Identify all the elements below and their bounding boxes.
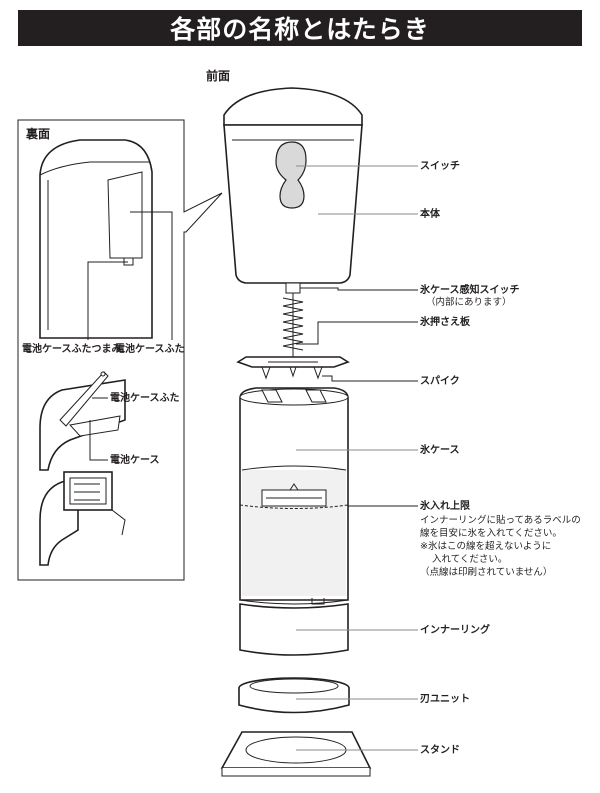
label-battery-cover: 電池ケースふた bbox=[115, 342, 185, 355]
note-ice-limit-4: 入れてください。 bbox=[432, 554, 507, 565]
note-ice-case-switch: （内部にあります） bbox=[426, 296, 512, 308]
label-ice-case: 氷ケース bbox=[419, 443, 460, 456]
blade-unit bbox=[238, 677, 350, 714]
note-ice-limit-3: ※氷はこの線を超えないように bbox=[420, 540, 551, 552]
ice-limit-line bbox=[239, 504, 349, 509]
label-spike: スパイク bbox=[420, 375, 460, 387]
label-ice-press-plate: 氷押さえ板 bbox=[419, 315, 471, 328]
label-ice-case-switch: 氷ケース感知スイッチ bbox=[419, 283, 520, 296]
back-view-inset: 裏面 電池ケースふたつまみ 電池ケースふた 電池ケースふた bbox=[17, 119, 223, 581]
section-title: 各部の名称とはたらき bbox=[18, 10, 582, 46]
back-unit bbox=[39, 139, 153, 339]
front-view-title: 前面 bbox=[206, 68, 230, 83]
battery-case-detail bbox=[39, 471, 126, 566]
front-callouts: スイッチ 本体 氷ケース感知スイッチ （内部にあります） 氷押さえ板 スパイク … bbox=[296, 160, 581, 756]
label-blade-unit: 刃ユニット bbox=[420, 693, 470, 705]
stand bbox=[220, 731, 372, 777]
label-body: 本体 bbox=[420, 207, 441, 220]
label-ice-limit: 氷入れ上限 bbox=[419, 499, 471, 512]
ice-case-detect-switch bbox=[285, 282, 301, 294]
note-ice-limit-5: （点線は印刷されていません） bbox=[420, 566, 552, 578]
label-stand: スタンド bbox=[420, 744, 460, 756]
battery-cover-back bbox=[107, 171, 143, 259]
note-ice-limit-1: インナーリングに貼ってあるラベルの bbox=[420, 514, 581, 526]
label-battery-case: 電池ケース bbox=[110, 453, 160, 466]
ice-press-plate bbox=[236, 356, 350, 380]
ice-case bbox=[239, 387, 349, 605]
spring bbox=[282, 293, 304, 358]
switch-button[interactable] bbox=[275, 141, 307, 209]
leader-battery-knob bbox=[87, 261, 128, 340]
main-body bbox=[223, 87, 363, 294]
leader-battery-cover bbox=[130, 211, 173, 340]
back-view-title: 裏面 bbox=[25, 126, 50, 141]
battery-cover-open-detail bbox=[39, 371, 126, 471]
label-battery-cover-knob: 電池ケースふたつまみ bbox=[22, 342, 122, 355]
label-switch: スイッチ bbox=[420, 160, 460, 172]
inner-ring bbox=[239, 603, 349, 656]
label-inner-ring: インナーリング bbox=[420, 623, 490, 636]
note-ice-limit-2: 線を目安に氷を入れてください。 bbox=[420, 527, 562, 539]
label-battery-cover-2: 電池ケースふた bbox=[110, 391, 180, 404]
